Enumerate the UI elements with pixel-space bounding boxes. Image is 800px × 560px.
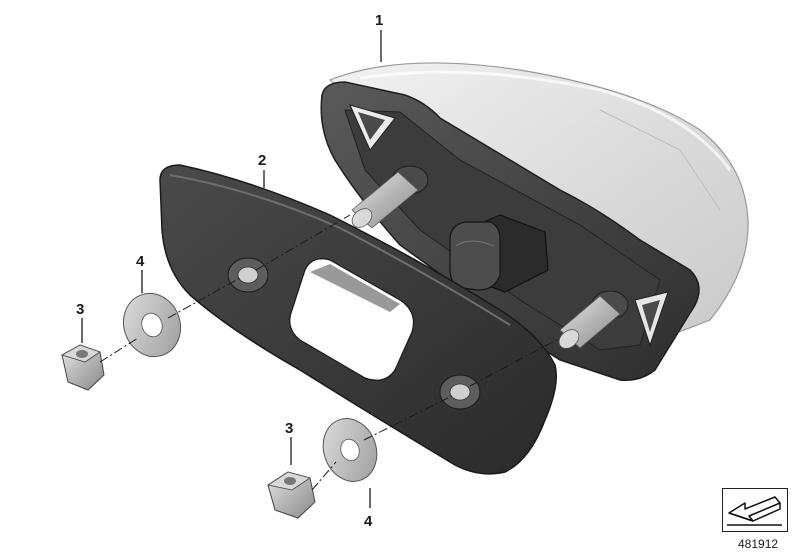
arrow-return-icon-glyph: [727, 496, 782, 526]
leader-lines: [81, 30, 382, 508]
lower-hex-nut[interactable]: [266, 471, 316, 519]
upper-hex-nut[interactable]: [60, 344, 105, 391]
callout-3-lower[interactable]: 3: [285, 420, 293, 437]
callout-2[interactable]: 2: [258, 152, 266, 169]
callouts: 1 2 4 3 3 4: [76, 12, 383, 530]
assembly-axis-lines: [99, 214, 561, 491]
gasket-opening: [289, 258, 415, 381]
gasket-plate[interactable]: [159, 164, 557, 475]
lower-washer[interactable]: [315, 411, 386, 489]
callout-4-upper[interactable]: 4: [136, 253, 145, 270]
upper-washer[interactable]: [115, 285, 190, 364]
callout-4-lower[interactable]: 4: [364, 513, 373, 530]
callout-1[interactable]: 1: [375, 12, 383, 29]
tail-light-assembly[interactable]: [320, 62, 749, 382]
electrical-connector: [449, 214, 549, 293]
upper-mounting-stud: [351, 165, 429, 229]
callout-3-upper[interactable]: 3: [76, 301, 84, 318]
diagram-reference-number: 481912: [738, 537, 779, 551]
lower-mounting-stud: [558, 290, 629, 349]
arrow-return-icon[interactable]: [722, 488, 788, 532]
